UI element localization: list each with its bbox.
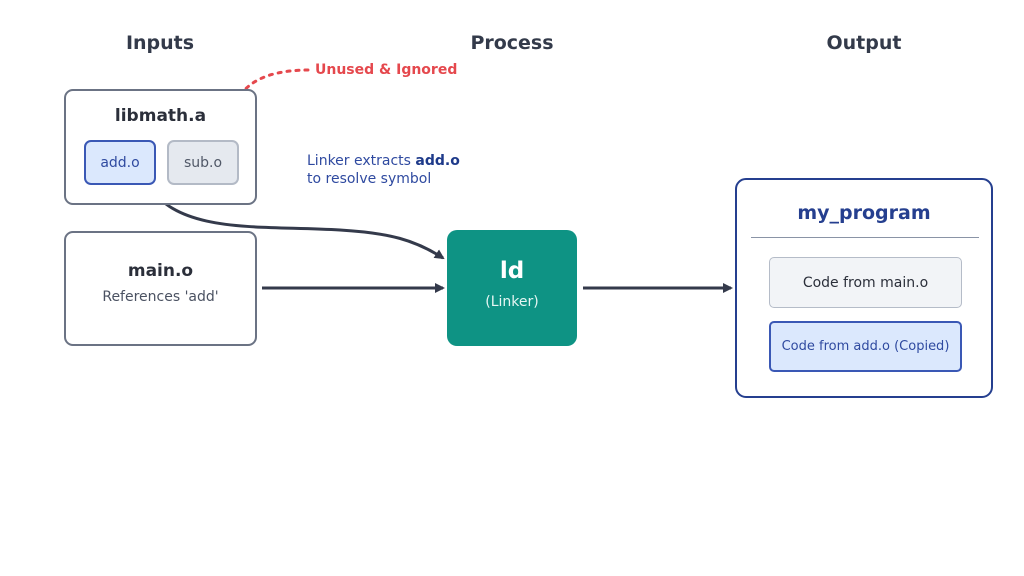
add-o-label: add.o — [100, 154, 140, 171]
add-to-linker-arrow — [146, 184, 445, 260]
libmath-archive-box: libmath.a add.o sub.o — [64, 89, 257, 205]
linker-note-line2: to resolve symbol — [307, 171, 432, 187]
process-column-header: Process — [470, 32, 554, 54]
program-section-add-label: Code from add.o (Copied) — [781, 339, 950, 354]
unused-annotation: Unused & Ignored — [315, 62, 458, 78]
inputs-column-header: Inputs — [125, 32, 195, 54]
output-column-header: Output — [826, 32, 902, 54]
program-section-main-label: Code from main.o — [802, 274, 929, 291]
sub-o-module: sub.o — [167, 140, 239, 185]
program-title: my_program — [797, 202, 931, 224]
program-section-add: Code from add.o (Copied) — [769, 321, 962, 372]
linker-note-prefix: Linker extracts — [307, 153, 416, 169]
linker-subtitle: (Linker) — [485, 294, 539, 310]
linker-box: ld (Linker) — [447, 230, 577, 346]
main-o-subtitle: References 'add' — [102, 289, 219, 305]
libmath-title: libmath.a — [114, 106, 207, 126]
program-section-main: Code from main.o — [769, 257, 962, 308]
linker-note-line1: Linker extracts add.o — [307, 152, 460, 170]
add-o-module: add.o — [84, 140, 156, 185]
linker-extract-note: Linker extracts add.o to resolve symbol — [307, 152, 460, 188]
main-o-title: main.o — [127, 261, 194, 281]
sub-o-label: sub.o — [183, 154, 223, 171]
unused-dotted-connector — [227, 68, 312, 140]
main-o-box: main.o References 'add' — [64, 231, 257, 346]
program-title-divider — [751, 237, 979, 238]
program-output-box: my_program Code from main.o Code from ad… — [735, 178, 993, 398]
linker-title: ld — [499, 258, 525, 284]
linker-note-module: add.o — [415, 153, 460, 169]
